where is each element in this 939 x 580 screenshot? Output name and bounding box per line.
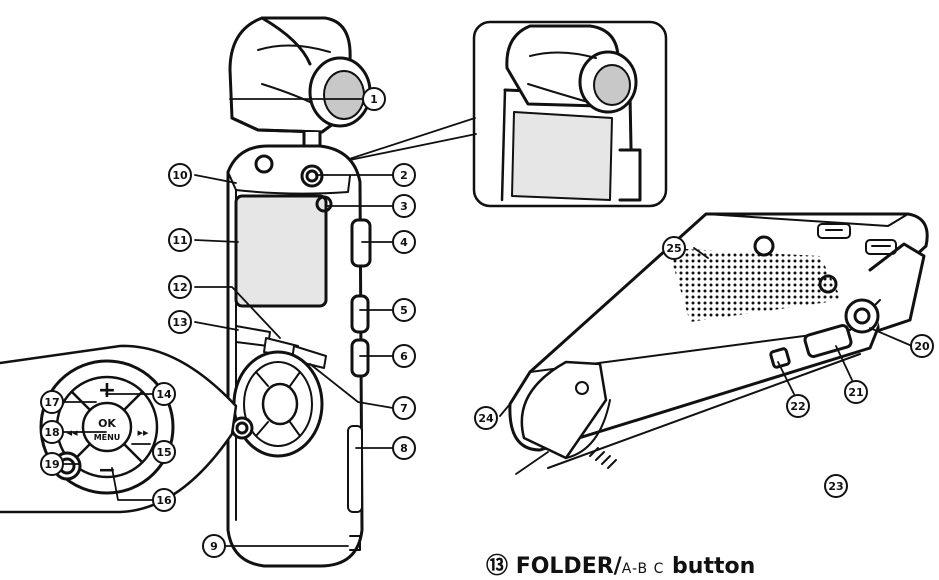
inset-detail [472, 20, 668, 208]
callout-circle [40, 390, 64, 414]
callout-number: 20 [914, 340, 930, 353]
callout-number: 11 [172, 234, 187, 247]
callout-number: 10 [172, 169, 188, 182]
caption-name: FOLDER/ [515, 554, 622, 579]
callout-number: 6 [400, 350, 408, 363]
fast-forward-label: ▸▸ [137, 426, 149, 439]
callout-circle [844, 380, 868, 404]
callout-circle [152, 488, 176, 512]
keypad-zoom [0, 344, 238, 514]
callout-number: 15 [156, 446, 171, 459]
callout-circle [202, 534, 226, 558]
callout-circle [392, 298, 416, 322]
callout-circle [824, 474, 848, 498]
callout-circle [362, 87, 386, 111]
callout-circle [168, 275, 192, 299]
callout-circle [40, 420, 64, 444]
inset-pointer-line [339, 117, 476, 163]
callout-circle [392, 436, 416, 460]
leader-lines [62, 98, 913, 547]
callout-circle [168, 163, 192, 187]
callout-circle [910, 334, 934, 358]
callout-number: 4 [400, 236, 408, 249]
caption-word: button [672, 554, 756, 579]
callout-badges: 1234567891011121314151617181920212223242… [40, 87, 934, 558]
callout-number: 8 [400, 442, 408, 455]
callout-number: 25 [666, 242, 681, 255]
callout-number: 22 [790, 400, 805, 413]
callout-circle [786, 394, 810, 418]
callout-number: 3 [400, 200, 408, 213]
callout-circle [392, 344, 416, 368]
minus-label: − [98, 458, 116, 483]
callout-number: 12 [172, 281, 187, 294]
callout-circle [392, 163, 416, 187]
callout-number: 14 [156, 388, 172, 401]
callout-circle [392, 396, 416, 420]
rewind-label: ◂◂ [66, 426, 78, 439]
callout-circle [40, 452, 64, 476]
callout-number: 17 [44, 396, 59, 409]
callout-circle [392, 230, 416, 254]
inset-pointer-line [339, 133, 477, 163]
callout-circle [392, 194, 416, 218]
callout-number: 7 [400, 402, 408, 415]
caption-smallcaps: A-B C [621, 561, 665, 577]
callout-number: 1 [370, 93, 378, 106]
callout-number: 5 [400, 304, 408, 317]
callout-number: 18 [44, 426, 59, 439]
callout-number: 24 [478, 412, 494, 425]
callout-number: 13 [172, 316, 187, 329]
callout-number: 19 [44, 458, 59, 471]
recorder-front [226, 144, 372, 568]
ok-label: OK [98, 417, 116, 430]
callout-number: 21 [848, 386, 863, 399]
callout-circle [152, 440, 176, 464]
caption-number: ⑬ [486, 554, 509, 579]
callout-number: 2 [400, 169, 408, 182]
menu-label: MENU [94, 433, 121, 442]
caption: ⑬ FOLDER/A-B C button [486, 548, 755, 580]
plus-label: + [98, 378, 116, 403]
speaker-grille [668, 248, 842, 322]
callout-circle [662, 236, 686, 260]
callout-circle [168, 228, 192, 252]
callout-number: 16 [156, 494, 172, 507]
callout-number: 23 [828, 480, 843, 493]
callout-circle [168, 310, 192, 334]
callout-number: 9 [210, 540, 218, 553]
callout-circle [474, 406, 498, 430]
callout-circle [152, 382, 176, 406]
